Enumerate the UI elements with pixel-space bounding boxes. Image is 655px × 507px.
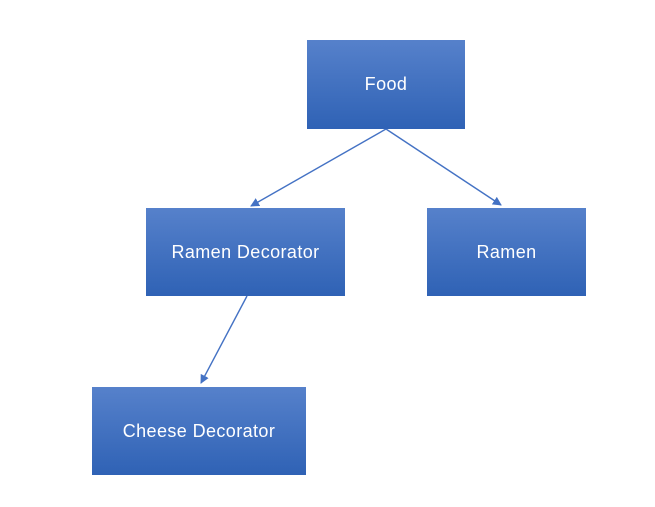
node-food: Food bbox=[307, 40, 465, 129]
node-ramen-decorator-label: Ramen Decorator bbox=[171, 241, 320, 262]
node-food-label: Food bbox=[364, 74, 408, 94]
node-ramen-decorator: Ramen Decorator bbox=[146, 208, 345, 296]
edge-food-to-ramen-decorator bbox=[250, 128, 387, 207]
node-cheese-decorator: Cheese Decorator bbox=[92, 387, 306, 475]
edge-ramen-decorator-to-cheese-decorator bbox=[200, 295, 248, 384]
node-ramen: Ramen bbox=[427, 208, 586, 296]
node-cheese-decorator-label: Cheese Decorator bbox=[122, 420, 276, 441]
node-ramen-label: Ramen bbox=[476, 241, 537, 262]
edge-food-to-ramen bbox=[385, 128, 502, 206]
